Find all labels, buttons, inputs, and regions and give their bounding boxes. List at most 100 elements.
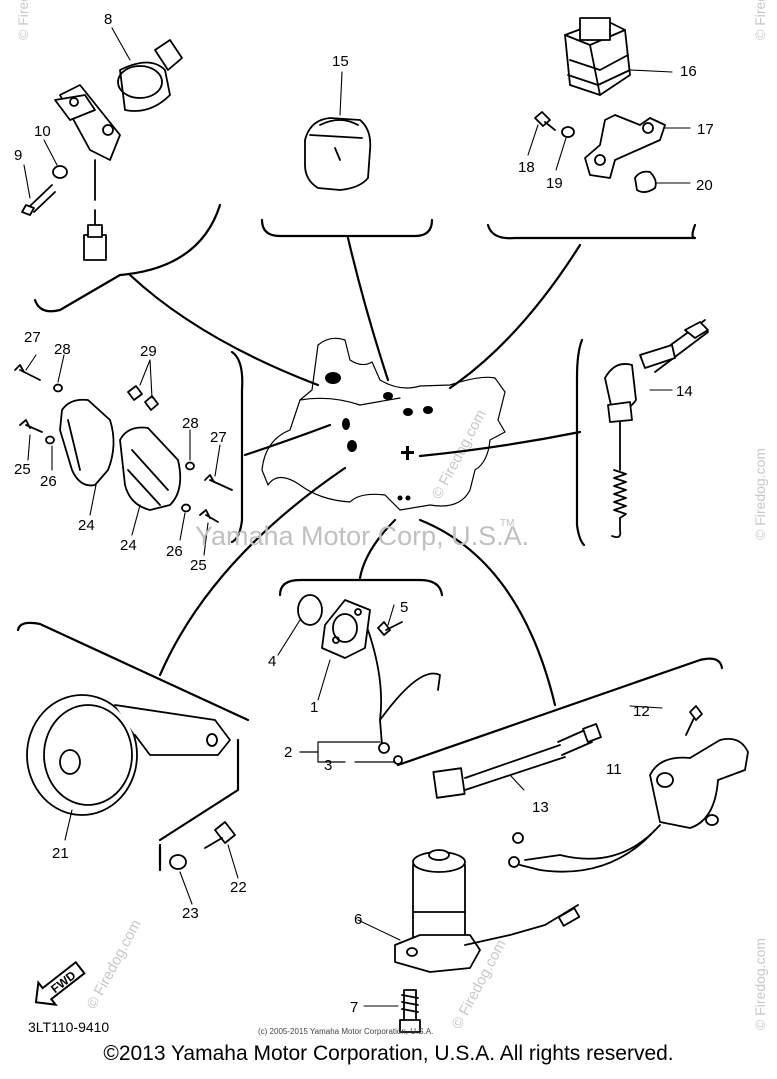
bracket-horn	[16, 621, 250, 722]
part-1-sensor	[321, 599, 441, 765]
part-11-sensor	[508, 737, 749, 873]
label-part-8: 8	[104, 11, 112, 28]
watermark-low-right: © Firedog.com	[752, 938, 768, 1030]
label-part-26-left: 26	[40, 473, 57, 490]
label-part-24-left: 24	[78, 517, 95, 534]
bracket-left	[230, 350, 244, 544]
label-part-26-right: 26	[166, 543, 183, 560]
part-2-3-callout	[299, 741, 396, 763]
frame-rail	[299, 397, 401, 406]
leader-14	[418, 430, 582, 458]
part-code: 3LT110-9410	[28, 1019, 109, 1035]
part-labels: 1 2 3 4 5 6 7 8 9 10 11 12 13 14 15 16 1…	[14, 11, 714, 1016]
part-24-reflector-right	[119, 426, 182, 511]
part-29-nut-a	[127, 385, 143, 401]
label-part-19: 19	[546, 175, 563, 192]
part-10-nut	[52, 165, 68, 179]
part-14-switch	[604, 319, 709, 539]
watermark-mid-right: © Firedog.com	[752, 448, 768, 540]
part-21-horn	[26, 694, 231, 816]
part-28-washer-right	[185, 461, 195, 471]
part-25-screw-left	[19, 419, 43, 433]
label-part-6: 6	[354, 911, 362, 928]
part-8-assembly	[54, 39, 183, 261]
label-part-21: 21	[52, 845, 69, 862]
label-part-24-right: 24	[120, 537, 137, 554]
label-part-25-right: 25	[190, 557, 207, 574]
part-26-washer-left	[45, 435, 55, 445]
label-part-2: 2	[284, 744, 292, 761]
part-27-screw-top	[14, 364, 41, 381]
part-27-screw-right	[204, 474, 233, 491]
bracket-mid	[278, 578, 444, 597]
label-part-7: 7	[350, 999, 358, 1016]
label-part-28-top: 28	[54, 341, 71, 358]
part-4-o-ring	[297, 594, 323, 626]
watermark-top-left: © Firedog.com	[15, 0, 31, 40]
leader-16	[448, 243, 582, 390]
fwd-arrow-icon: FWD	[34, 960, 86, 1006]
label-part-1: 1	[310, 699, 318, 716]
label-leaders	[23, 27, 691, 1007]
label-part-29: 29	[140, 343, 157, 360]
center-watermark: Yamaha Motor Corp, U.S.A.	[195, 521, 529, 551]
frame-mount-points	[325, 372, 433, 501]
part-17-bracket	[584, 114, 666, 179]
part-22-bolt	[204, 821, 236, 849]
part-24-reflector-left	[59, 398, 115, 487]
label-part-13: 13	[532, 799, 549, 816]
label-part-18: 18	[518, 159, 535, 176]
watermark-diag-low: © Firedog.com	[84, 917, 145, 1012]
watermarks: © Firedog.com © Firedog.com © Firedog.co…	[15, 0, 768, 1032]
label-part-23: 23	[182, 905, 199, 922]
label-part-14: 14	[676, 383, 693, 400]
label-part-28-right: 28	[182, 415, 199, 432]
watermark-top-right: © Firedog.com	[752, 0, 768, 40]
part-18-bolt	[534, 111, 556, 131]
part-20-grommet	[634, 170, 657, 193]
label-part-5: 5	[400, 599, 408, 616]
leader-15	[346, 236, 390, 382]
label-part-3: 3	[324, 757, 332, 774]
leader-24	[243, 423, 332, 457]
part-15-relay	[304, 117, 372, 191]
label-part-27-right: 27	[210, 429, 227, 446]
label-part-12: 12	[633, 703, 650, 720]
label-part-20: 20	[696, 177, 713, 194]
small-copyright: (c) 2005-2015 Yamaha Motor Corporation, …	[258, 1027, 433, 1036]
label-part-27-top: 27	[24, 329, 41, 346]
part-23-nut	[169, 854, 187, 870]
leader-11	[418, 518, 557, 707]
label-part-4: 4	[268, 653, 276, 670]
bracket-right	[575, 338, 586, 547]
label-part-15: 15	[332, 53, 349, 70]
leader-8	[128, 273, 320, 387]
label-part-10: 10	[34, 123, 51, 140]
leader-mid	[358, 518, 397, 580]
part-12-screw	[685, 705, 703, 736]
part-29-nut-b	[144, 395, 159, 411]
part-25-screw-right	[199, 509, 219, 523]
label-part-16: 16	[680, 63, 697, 80]
part-9-bolt	[21, 184, 56, 216]
part-28-washer-left	[53, 383, 63, 393]
part-13-harness	[432, 723, 602, 799]
part-19-nut	[561, 126, 575, 138]
part-16-regulator	[564, 17, 631, 96]
label-part-17: 17	[697, 121, 714, 138]
part-6-fuel-pump	[394, 849, 581, 973]
copyright-footer: ©2013 Yamaha Motor Corporation, U.S.A. A…	[103, 1042, 674, 1065]
label-part-22: 22	[230, 879, 247, 896]
bracket-right-low	[396, 657, 724, 767]
part-7-bolt	[399, 989, 421, 1033]
trademark: TM	[500, 518, 514, 529]
part-5-screw	[377, 621, 403, 636]
label-part-9: 9	[14, 147, 22, 164]
bracket-top-left	[33, 203, 222, 313]
leader-21	[158, 466, 347, 677]
label-part-11: 11	[606, 761, 622, 778]
bracket-horn-bolt	[158, 738, 240, 872]
frame-outline	[261, 337, 506, 511]
bracket-top-mid	[260, 218, 434, 238]
